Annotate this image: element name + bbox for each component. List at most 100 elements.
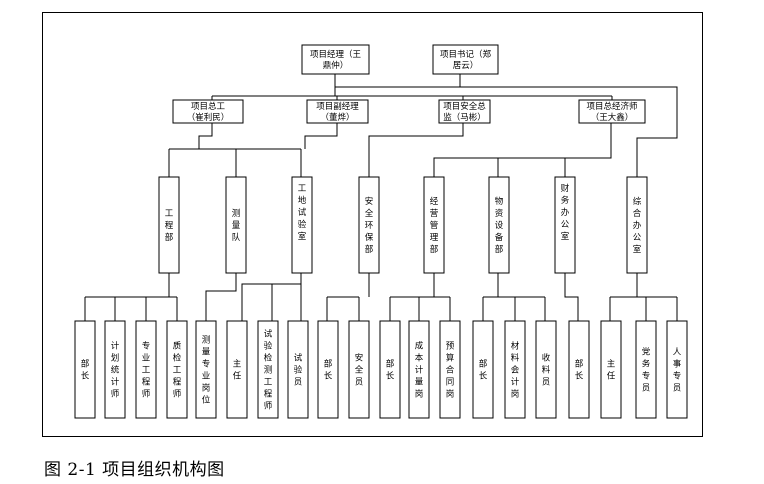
node-char: 部 xyxy=(575,359,584,370)
node-char: 计 xyxy=(111,341,120,352)
node-clb xyxy=(225,176,247,274)
node-char: 计 xyxy=(511,377,520,388)
node-s_bz1 xyxy=(74,320,96,419)
node-char: 队 xyxy=(232,232,241,243)
node-s_sy xyxy=(257,320,279,419)
node-char: 部 xyxy=(479,359,488,370)
node-s_bz3 xyxy=(379,320,401,419)
node-char: 岗 xyxy=(202,383,211,394)
node-char: 收 xyxy=(542,353,551,364)
node-char: 量 xyxy=(202,348,211,358)
node-char: 位 xyxy=(202,395,211,406)
node-s_ys xyxy=(439,320,461,419)
node-char: 理 xyxy=(430,233,439,243)
node-char: 长 xyxy=(386,371,395,382)
node-char: 人 xyxy=(673,348,682,358)
node-s_jh xyxy=(104,320,126,419)
node-char: 预 xyxy=(446,341,455,352)
figure-caption: 图 2-1 项目组织机构图 xyxy=(44,460,225,480)
node-char: 本 xyxy=(415,353,424,364)
node-char: 事 xyxy=(673,359,682,370)
node-char: 程 xyxy=(264,390,273,400)
node-char: 测 xyxy=(264,366,273,376)
node-char: 质 xyxy=(173,341,182,352)
connector-line xyxy=(205,273,237,321)
node-char: 员 xyxy=(673,384,682,394)
node-char: 试 xyxy=(264,329,273,340)
node-char: 划 xyxy=(111,353,120,364)
node-char: 同 xyxy=(446,378,455,388)
node-label: 项目总经济师 xyxy=(586,101,638,112)
node-char: 部 xyxy=(430,244,439,255)
node-char: 安 xyxy=(365,196,374,207)
node-char: 室 xyxy=(561,231,570,242)
node-char: 务 xyxy=(642,359,651,370)
node-char: 验 xyxy=(298,219,307,230)
node-char: 合 xyxy=(446,365,455,376)
node-char: 主 xyxy=(233,359,242,370)
node-char: 专 xyxy=(202,359,211,370)
node-label: 居云） xyxy=(453,60,479,71)
node-char: 室 xyxy=(633,244,642,255)
node-char: 部 xyxy=(324,359,333,370)
node-char: 验 xyxy=(264,341,273,352)
node-char: 长 xyxy=(575,371,584,382)
node-zhbg xyxy=(626,176,648,274)
node-char: 地 xyxy=(298,195,307,206)
node-dpm xyxy=(306,99,369,124)
node-char: 检 xyxy=(264,353,273,364)
node-label: 项目总工 xyxy=(191,101,226,112)
node-char: 经 xyxy=(430,196,439,207)
node-char: 业 xyxy=(142,353,151,364)
node-char: 物 xyxy=(495,196,504,207)
node-s_sl xyxy=(535,320,557,419)
node-char: 成 xyxy=(415,341,424,352)
node-char: 管 xyxy=(430,220,439,231)
node-s_clk xyxy=(504,320,526,419)
node-char: 务 xyxy=(561,195,570,206)
connector-line xyxy=(433,123,612,177)
node-char: 合 xyxy=(633,208,642,219)
node-char: 计 xyxy=(415,365,424,376)
node-char: 程 xyxy=(173,378,182,388)
node-s_rs xyxy=(666,320,688,419)
node-char: 员 xyxy=(294,378,303,388)
node-label: 项目书记（郑 xyxy=(440,49,492,60)
node-char: 任 xyxy=(233,371,242,382)
node-char: 工 xyxy=(173,366,182,376)
node-char: 资 xyxy=(495,208,504,219)
node-safe xyxy=(438,99,491,124)
node-char: 备 xyxy=(495,232,504,243)
node-char: 专 xyxy=(642,371,651,382)
node-char: 设 xyxy=(495,220,504,231)
node-char: 工 xyxy=(165,209,174,219)
node-label: 项目安全总 xyxy=(443,101,486,112)
node-char: 材 xyxy=(511,341,520,352)
connector-line xyxy=(368,123,464,177)
node-char: 党 xyxy=(642,347,651,358)
node-char: 师 xyxy=(142,389,151,400)
node-char: 公 xyxy=(561,220,570,230)
node-char: 量 xyxy=(415,378,424,388)
node-char: 部 xyxy=(81,359,90,370)
node-sec xyxy=(432,44,499,75)
node-econ xyxy=(578,99,646,124)
node-s_zy xyxy=(135,320,157,419)
node-char: 主 xyxy=(607,359,616,370)
node-s_bz2 xyxy=(317,320,339,419)
node-aqhb xyxy=(358,176,380,274)
node-char: 料 xyxy=(511,353,520,364)
connector-line xyxy=(334,74,678,177)
node-char: 岗 xyxy=(446,389,455,400)
node-char: 财 xyxy=(561,183,570,194)
node-label: （王大鑫） xyxy=(591,112,634,123)
node-char: 保 xyxy=(365,232,374,243)
node-char: 员 xyxy=(355,378,364,388)
node-char: 综 xyxy=(633,196,642,207)
node-label: 鼎仲） xyxy=(323,60,349,71)
node-jygl xyxy=(423,176,445,274)
node-char: 全 xyxy=(355,365,364,376)
node-char: 统 xyxy=(111,365,120,376)
node-label: 项目经理（王 xyxy=(310,49,362,60)
node-char: 专 xyxy=(142,341,151,352)
